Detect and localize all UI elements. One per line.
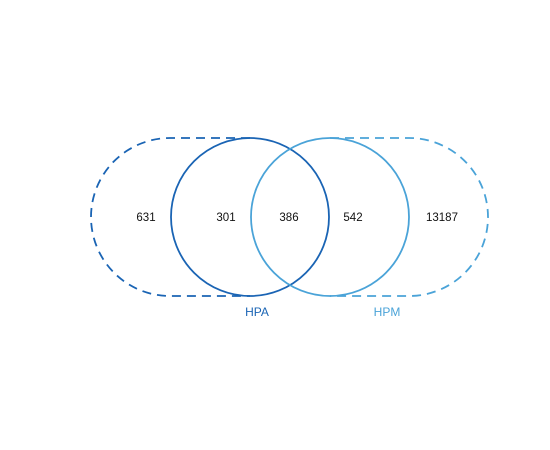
hpm-label: HPM (374, 305, 401, 319)
count-extended-hpm-only: 13187 (426, 212, 458, 224)
hpa-circle (170, 137, 330, 297)
hpm-circle (250, 137, 410, 297)
hpm-extended-boundary (330, 137, 489, 297)
count-extended-hpa-only: 631 (136, 212, 155, 224)
count-intersection: 386 (279, 212, 298, 224)
count-hpm-only: 542 (343, 212, 362, 224)
count-hpa-only: 301 (216, 212, 235, 224)
hpa-extended-boundary (90, 137, 250, 297)
hpa-label: HPA (245, 305, 269, 319)
